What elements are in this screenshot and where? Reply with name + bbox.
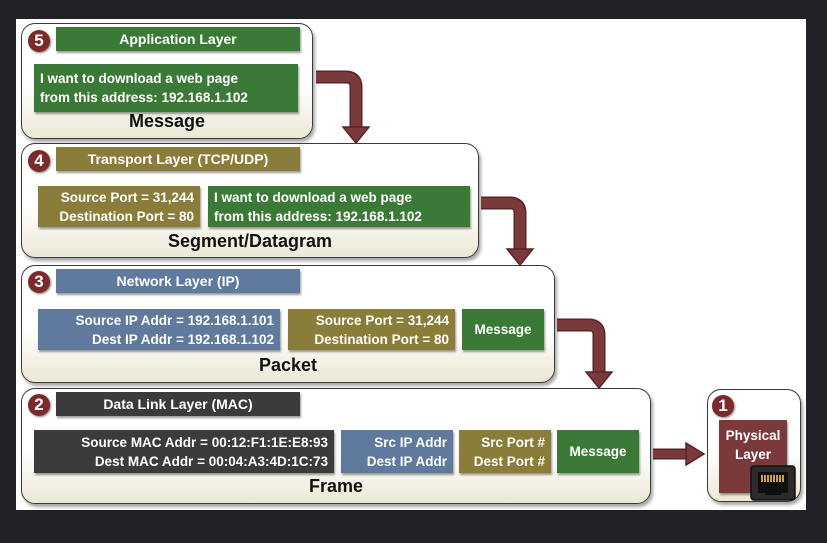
network-port-block: Source Port = 31,244 Destination Port = … bbox=[288, 309, 455, 350]
application-layer-title: Application Layer bbox=[56, 27, 300, 51]
osi-diagram-canvas: 5 Application Layer I want to download a… bbox=[16, 19, 806, 510]
network-source-port: Source Port = 31,244 bbox=[315, 312, 449, 328]
curved-arrow-icon-5-to-4 bbox=[316, 70, 371, 145]
datalink-source-mac: Source MAC Addr = 00:12:F1:1E:E8:93 bbox=[81, 434, 328, 450]
layer-number-1: 1 bbox=[712, 395, 734, 417]
layer-number-3: 3 bbox=[28, 271, 50, 293]
transport-data-line2: from this address: 192.168.1.102 bbox=[214, 208, 422, 224]
curved-arrow-icon-3-to-2 bbox=[557, 318, 614, 390]
layer-number-4: 4 bbox=[28, 150, 50, 172]
datalink-message-block: Message bbox=[557, 430, 639, 473]
datalink-message-label: Message bbox=[569, 444, 627, 459]
layer-number-2: 2 bbox=[28, 394, 50, 416]
network-source-ip: Source IP Addr = 192.168.1.101 bbox=[75, 312, 275, 328]
datalink-src-port: Src Port # bbox=[481, 434, 545, 450]
datalink-dest-port: Dest Port # bbox=[473, 453, 545, 469]
network-ip-block: Source IP Addr = 192.168.1.101 Dest IP A… bbox=[38, 309, 280, 350]
network-dest-ip: Dest IP Addr = 192.168.1.102 bbox=[92, 331, 274, 347]
network-unit-label: Packet bbox=[258, 355, 318, 375]
layer-number-5: 5 bbox=[28, 30, 50, 52]
application-data-line1: I want to download a web page bbox=[40, 71, 239, 86]
application-data-line2: from this address: 192.168.1.102 bbox=[40, 90, 248, 105]
datalink-dest-mac: Dest MAC Addr = 00:04:A3:4D:1C:73 bbox=[94, 453, 328, 469]
datalink-ip-block: Src IP Addr Dest IP Addr bbox=[341, 430, 453, 473]
network-message-block: Message bbox=[462, 309, 544, 350]
transport-source-port: Source Port = 31,244 bbox=[60, 189, 194, 205]
transport-unit-label: Segment/Datagram bbox=[167, 231, 333, 251]
physical-title-line1: Physical bbox=[725, 428, 781, 443]
network-layer-title: Network Layer (IP) bbox=[56, 269, 300, 293]
curved-arrow-icon-4-to-3 bbox=[481, 196, 535, 267]
transport-layer-title: Transport Layer (TCP/UDP) bbox=[56, 147, 300, 171]
flow-arrows bbox=[316, 70, 706, 467]
network-destination-port: Destination Port = 80 bbox=[314, 331, 449, 347]
datalink-dest-ip: Dest IP Addr bbox=[366, 453, 447, 469]
application-unit-label: Message bbox=[128, 111, 206, 131]
datalink-src-ip: Src IP Addr bbox=[374, 434, 447, 450]
transport-port-block: Source Port = 31,244 Destination Port = … bbox=[38, 186, 200, 227]
transport-destination-port: Destination Port = 80 bbox=[59, 208, 194, 224]
network-message-label: Message bbox=[474, 322, 532, 337]
straight-arrow-icon-2-to-1 bbox=[653, 441, 706, 467]
transport-data-line1: I want to download a web page bbox=[214, 189, 413, 205]
datalink-mac-block: Source MAC Addr = 00:12:F1:1E:E8:93 Dest… bbox=[34, 430, 334, 473]
ethernet-port-icon bbox=[750, 465, 796, 501]
datalink-unit-label: Frame bbox=[308, 476, 364, 496]
datalink-port-block: Src Port # Dest Port # bbox=[459, 430, 551, 473]
transport-data-block: I want to download a web page from this … bbox=[208, 186, 470, 227]
application-data-block: I want to download a web page from this … bbox=[34, 64, 298, 112]
datalink-layer-title: Data Link Layer (MAC) bbox=[56, 392, 300, 416]
physical-title-line2: Layer bbox=[734, 447, 772, 462]
